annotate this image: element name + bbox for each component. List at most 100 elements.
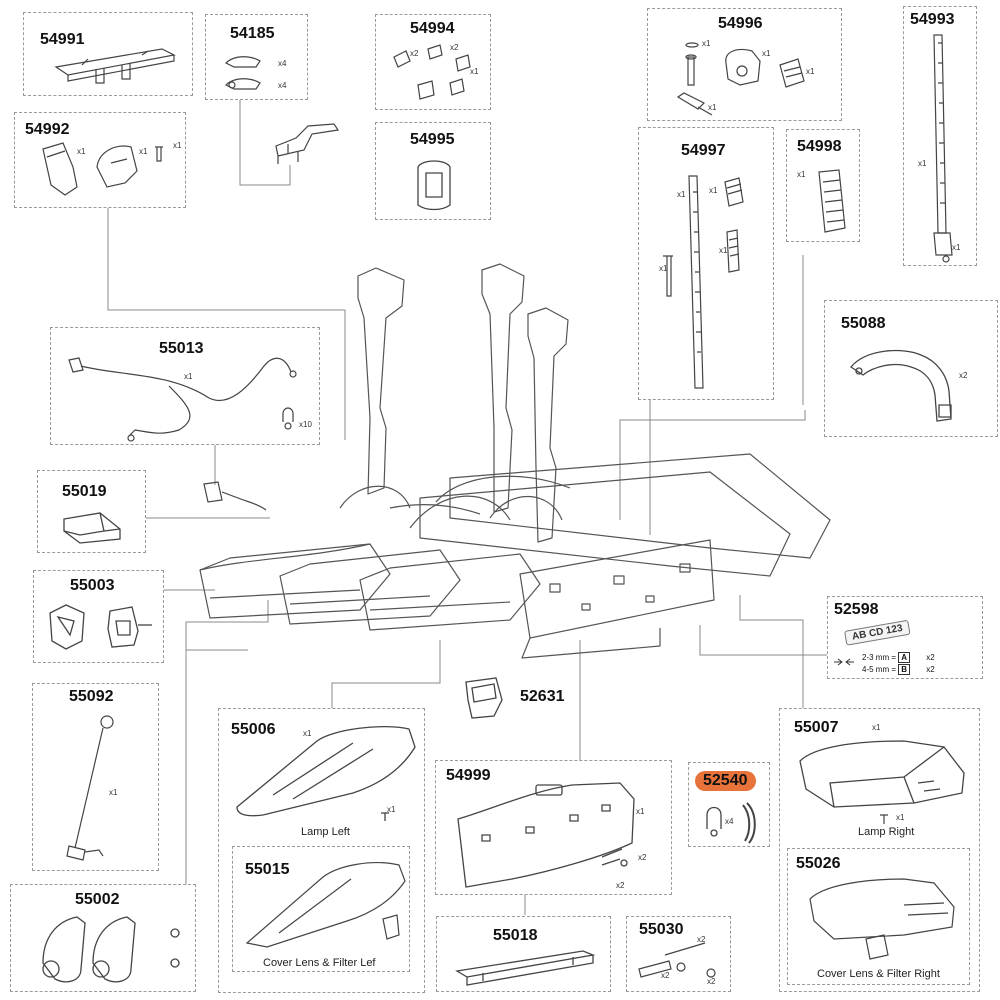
qty-label: x1 <box>719 246 728 255</box>
qty-label: x1 <box>952 243 961 252</box>
clip-set-icon <box>388 43 480 105</box>
sticker-row-a-letter: A <box>898 652 911 663</box>
sticker-row-a-qty: x2 <box>926 653 935 662</box>
part-55019-panel[interactable]: 55019 <box>37 470 146 553</box>
qty-label: x1 <box>702 39 711 48</box>
sticker-row-b-prefix: 4-5 mm = <box>862 665 897 674</box>
part-54999-panel[interactable]: 54999 x1 x2 x2 <box>435 760 672 895</box>
sticker-row-b-qty: x2 <box>926 665 935 674</box>
qty-label: x1 <box>77 147 86 156</box>
qty-label: x1 <box>872 723 881 732</box>
part-55013-panel[interactable]: 55013 x1 x10 <box>50 327 320 445</box>
qty-label: x1 <box>470 67 479 76</box>
qty-label: x4 <box>725 817 734 826</box>
sticker-row-b: 4-5 mm = B x2 <box>862 664 935 675</box>
qty-label: x2 <box>707 977 716 986</box>
qty-label: x1 <box>797 170 806 179</box>
part-52631-number[interactable]: 52631 <box>520 688 565 705</box>
part-54991-panel[interactable]: 54991 <box>23 12 193 96</box>
part-number: 55013 <box>159 340 204 357</box>
part-55092-panel[interactable]: 55092 x1 <box>32 683 159 871</box>
part-52540-panel[interactable]: 52540 x4 <box>688 762 770 847</box>
lamp-left-icon <box>233 723 423 819</box>
part-caption: Lamp Left <box>301 826 350 838</box>
part-number: 54998 <box>797 138 842 155</box>
cover-lens-left-icon <box>243 857 411 953</box>
qty-label: x2 <box>959 371 968 380</box>
license-plate-sticker-text: AB CD 123 <box>844 619 911 646</box>
part-55030-panel[interactable]: 55030 x2 x2 x2 <box>626 916 731 992</box>
thickness-arrow-icon <box>832 655 856 669</box>
part-number: 55019 <box>62 483 107 500</box>
qty-label: x2 <box>638 853 647 862</box>
screw-icon <box>878 813 890 825</box>
part-55002-panel[interactable]: 55002 <box>10 884 196 992</box>
handle-cover-icon <box>412 157 456 213</box>
cover-lens-right-icon <box>804 869 964 963</box>
part-number-highlighted: 52540 <box>695 771 756 791</box>
qty-label: x1 <box>387 805 396 814</box>
part-number: 55003 <box>70 577 115 594</box>
part-54996-panel[interactable]: 54996 x1 x1 x1 x1 <box>647 8 842 121</box>
part-number: 55018 <box>493 927 538 944</box>
bike-carrier-assembly-illustration <box>190 258 840 658</box>
part-54992-panel[interactable]: 54992 x1 x1 x1 <box>14 112 186 208</box>
sticker-row-b-letter: B <box>898 664 911 675</box>
sticker-row-a-prefix: 2-3 mm = <box>862 653 897 662</box>
lamp-right-icon <box>794 737 970 813</box>
qty-label: x1 <box>896 813 905 822</box>
part-54998-panel[interactable]: 54998 x1 <box>786 129 860 242</box>
part-number: 54992 <box>25 121 70 138</box>
part-number: 54994 <box>410 20 455 37</box>
part-54185-panel[interactable]: 54185 x4 x4 <box>205 14 308 100</box>
tension-rod-icon <box>63 710 139 866</box>
qty-label: x2 <box>450 43 459 52</box>
qty-label: x4 <box>278 59 287 68</box>
part-number: 54185 <box>230 25 275 42</box>
part-caption: Cover Lens & Filter Right <box>817 968 940 980</box>
part-52598-panel[interactable]: 52598 AB CD 123 2-3 mm = A x2 4-5 mm = B… <box>827 596 983 679</box>
part-55088-panel[interactable]: 55088 x2 <box>824 300 998 437</box>
part-number: 54999 <box>446 767 491 784</box>
part-55018-panel[interactable]: 55018 <box>436 916 611 992</box>
lock-cylinder-set-icon <box>668 41 828 119</box>
locking-lever-icon <box>220 51 276 95</box>
rubber-foot-icon <box>60 509 126 545</box>
part-number: 55030 <box>639 921 684 938</box>
part-number: 55007 <box>794 719 839 736</box>
end-cap-pair-icon <box>46 601 158 657</box>
bracket-clip-icon <box>462 676 508 720</box>
wheel-holder-pair-icon <box>37 913 187 989</box>
sticker-row-a: 2-3 mm = A x2 <box>862 652 935 663</box>
part-number: 55026 <box>796 855 841 872</box>
qty-label: x1 <box>109 788 118 797</box>
qty-label: x1 <box>918 159 927 168</box>
part-55015-panel[interactable]: 55015 Cover Lens & Filter Lef <box>232 846 410 972</box>
part-54995-panel[interactable]: 54995 <box>375 122 491 220</box>
qty-label: x1 <box>762 49 771 58</box>
part-caption: Cover Lens & Filter Lef <box>263 957 376 969</box>
qty-label: x4 <box>278 81 287 90</box>
part-number: 55002 <box>75 891 120 908</box>
clamp-parts-icon <box>37 137 161 203</box>
clamp-arm-set-icon <box>653 172 763 392</box>
qty-label: x10 <box>299 420 312 429</box>
part-number: 55015 <box>245 861 290 878</box>
part-number: 54996 <box>718 15 763 32</box>
ratchet-strap-pad-icon <box>815 168 849 234</box>
screw-and-cable-tie-icon <box>699 799 763 845</box>
qty-label: x1 <box>806 67 815 76</box>
strap-icon <box>924 33 964 263</box>
part-54997-panel[interactable]: 54997 x1 x1 x1 x1 <box>638 127 774 400</box>
bolt-set-icon <box>635 939 725 989</box>
part-caption: Lamp Right <box>858 826 915 838</box>
qty-label: x2 <box>616 881 625 890</box>
part-54993-panel[interactable]: 54993 x1 x1 <box>903 6 977 266</box>
qty-label: x1 <box>636 807 645 816</box>
part-55026-panel[interactable]: 55026 Cover Lens & Filter Right <box>787 848 970 985</box>
wheel-holder-rail-icon <box>52 41 178 85</box>
part-55003-panel[interactable]: 55003 <box>33 570 164 663</box>
part-54994-panel[interactable]: 54994 x2 x2 x1 <box>375 14 491 110</box>
qty-label: x1 <box>709 186 718 195</box>
